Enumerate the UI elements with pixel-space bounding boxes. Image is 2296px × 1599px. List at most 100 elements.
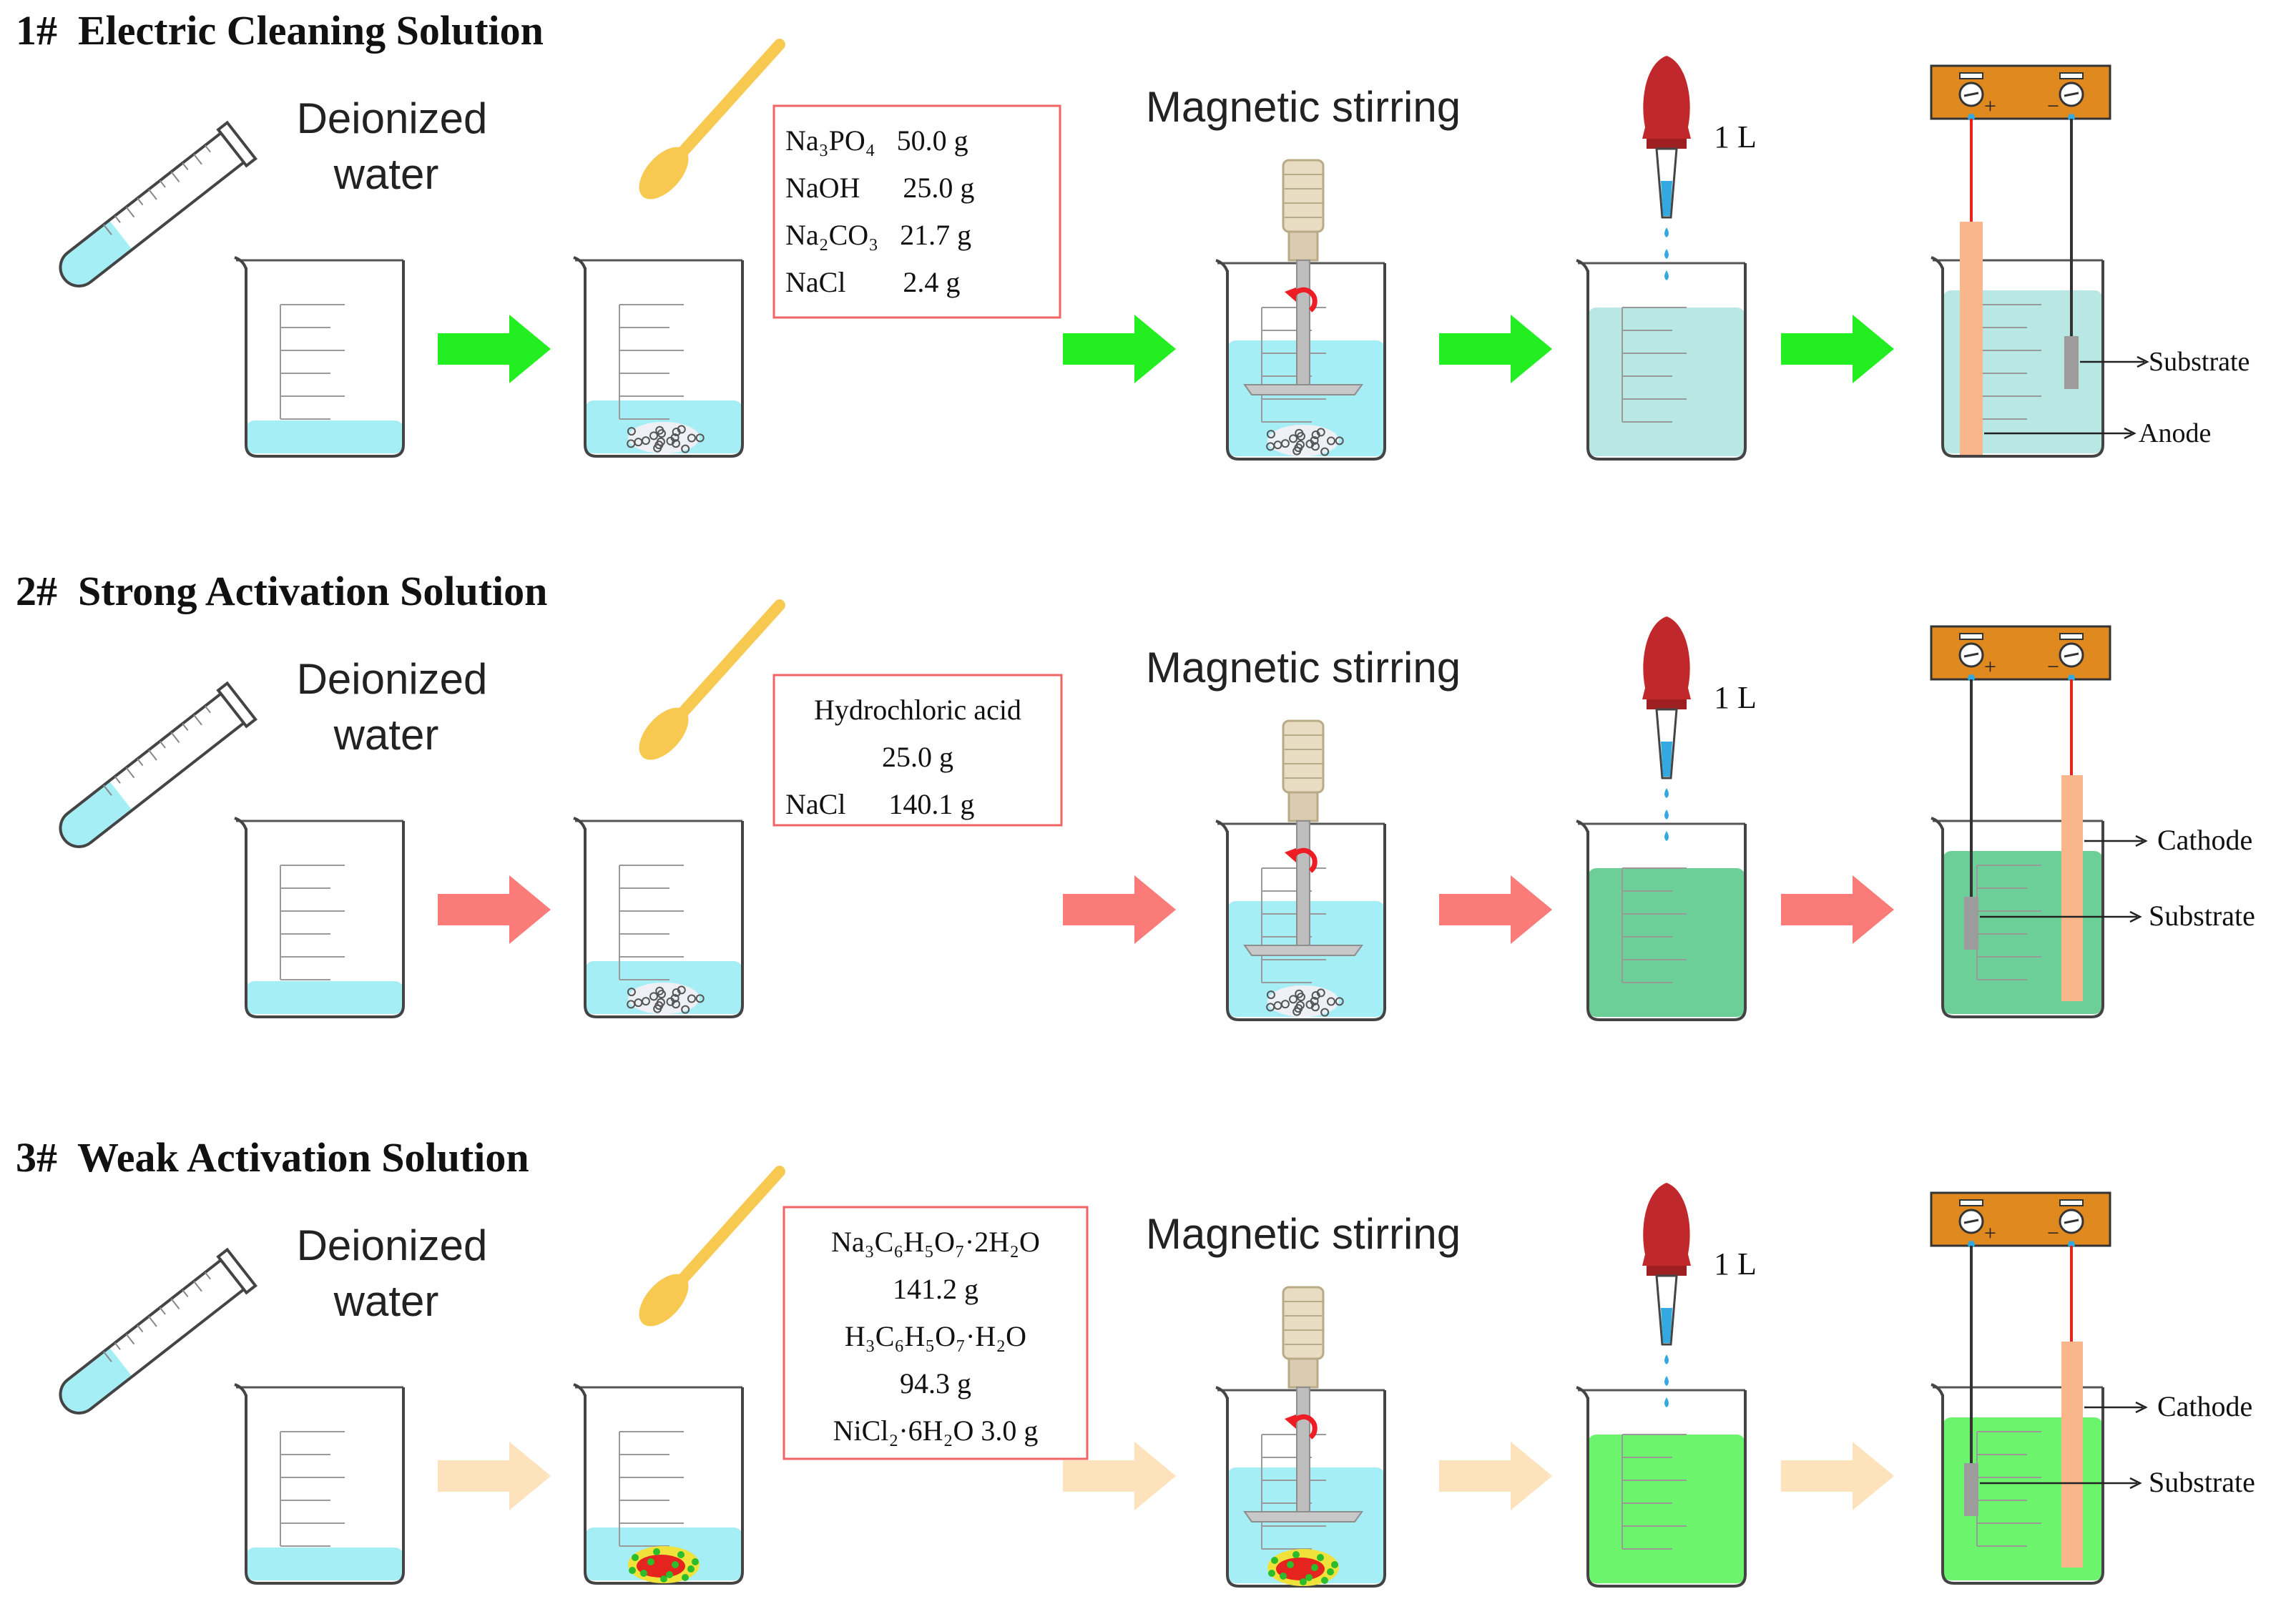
section-title: 3# Weak Activation Solution [16,1134,529,1181]
substrate-electrode [2064,336,2079,389]
liquid [1588,868,1745,1017]
stirrer-collar [1287,230,1319,262]
powder-granule [677,425,686,434]
droplet [1664,227,1669,237]
beaker-outline [245,1387,405,1585]
beaker-spout [573,256,587,270]
dial-needle [1963,652,1979,658]
droplet [1664,831,1669,841]
minus-sign: − [2047,655,2059,679]
dilution-beaker [1576,820,1747,1021]
dropper-liquid [1661,1308,1672,1343]
substrate-electrode [1964,897,1978,950]
powder-white [628,983,700,1014]
tube-tick [204,705,211,714]
liquid [246,420,403,453]
powder-granule [656,437,665,446]
dropper [1642,1183,1691,1407]
powder-pile [1266,425,1344,456]
reagent-line: 25.0 g [882,741,953,773]
label-substrate: Substrate [2149,1466,2255,1498]
magnetic-stirrer [1243,159,1363,395]
powder-granule [1289,434,1298,443]
tube-outline [59,131,247,287]
stir-label: Magnetic stirring [1146,644,1461,692]
reagent-line: 141.2 g [893,1273,978,1305]
dial-cap [2059,633,2084,640]
droplet [1664,249,1669,259]
powder-granule [1295,440,1305,449]
plus-sign: + [1984,1221,1996,1245]
terminal [1968,114,1975,121]
dropper-liquid [1661,181,1672,216]
minus-sign: − [2047,94,2059,118]
label-leader-head [2135,1401,2148,1414]
tube-tick [114,1342,121,1350]
powder-granule [1287,1561,1294,1568]
powder-granule [1295,1000,1305,1010]
label-substrate: Substrate [2149,347,2250,377]
dropper-bulb [1642,1183,1691,1266]
flow-arrow [1439,875,1552,944]
powder-granule [660,1575,667,1583]
stir-label: Magnetic stirring [1146,83,1461,131]
powder-granule [695,994,705,1003]
powder-granule [1289,995,1298,1004]
tube-lip [216,681,257,729]
reagent-line: Na₃PO₄ 50.0 g [785,124,968,157]
dropper-bulb [1642,56,1691,139]
powder-granule [681,1005,690,1014]
tube-tick [137,758,144,767]
section-3: 3# Weak Activation SolutionDeionizedwate… [16,1134,2255,1588]
dilution-beaker [1576,259,1747,461]
volume-label: 1 L [1714,1246,1757,1281]
tube-tick [193,153,202,165]
label-leader-head [2135,835,2148,847]
beaker-spout [1576,820,1589,833]
powder-granule [1327,1568,1334,1575]
beaker-outline [1586,824,1747,1021]
spoon-handle [676,39,785,159]
stirrer-rod [1296,1387,1310,1512]
test-tube [59,681,257,848]
powder-granule [640,1570,647,1577]
dial-needle [2064,92,2079,97]
stirrer-collar [1287,1357,1319,1389]
rotation-arrow [1290,847,1318,873]
powder-granule [666,1571,673,1578]
flow-arrow [1439,1442,1552,1510]
powder-granule [687,1565,695,1573]
rotation-arrow [1290,287,1318,313]
reagent-line: NaCl 140.1 g [785,788,974,820]
beaker-spout [234,256,247,270]
label-leader-head [2124,427,2136,440]
reagent-box-border [772,674,1063,827]
stirrer-collar [1287,791,1319,822]
stirrer-head [1282,1286,1325,1360]
spoon-bowl [639,707,689,760]
powder-white [1267,425,1339,456]
powder-pile [1267,1549,1339,1586]
flow-arrow [1781,875,1894,944]
label-leader-head [2136,355,2149,368]
dropper-collar [1647,1266,1687,1276]
section-title: 2# Strong Activation Solution [16,568,547,614]
reagent-box-border [782,1206,1089,1460]
spoon-handle [676,599,785,719]
powder-granule [657,429,666,438]
test-tube [59,120,257,287]
beaker-outline [1941,1387,2104,1585]
tube-tick [137,1324,144,1333]
beaker-outline [1941,821,2104,1018]
powder-granule [681,444,690,453]
powder-granule [1320,1008,1330,1017]
tube-tick [114,215,121,223]
powder-granule [1316,428,1325,437]
tube-tick [137,197,144,206]
liquid [1588,1435,1745,1583]
powder-granule [666,997,675,1006]
tube-tick [103,1351,112,1362]
water-label-line2: water [333,1277,439,1325]
tube-tick [193,1280,202,1292]
